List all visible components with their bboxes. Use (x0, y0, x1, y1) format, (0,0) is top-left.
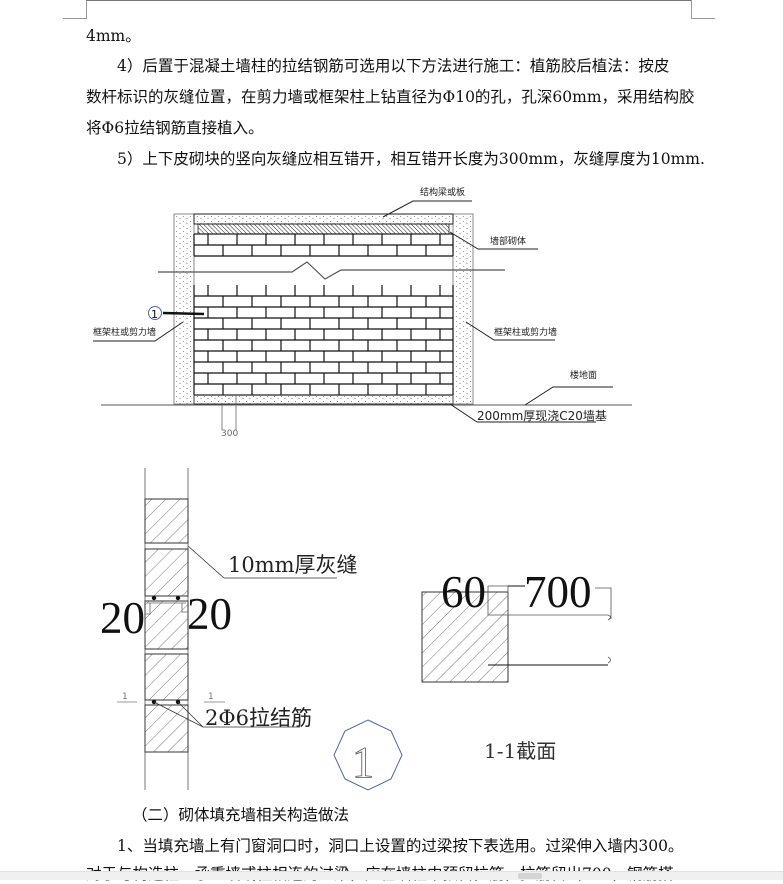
crop-mark-top-right-h (691, 18, 715, 19)
section-block (421, 591, 509, 683)
paragraph-line: 数杆标识的灰缝位置，在剪力墙或框架柱上钻直径为Φ10的孔，孔深60mm，采用结构… (86, 88, 695, 106)
detail-number-octagon (333, 719, 403, 791)
crop-mark-top-left-h (63, 18, 87, 19)
label-base: 200mm厚现浇C20墙基 (477, 409, 607, 423)
paragraph-line: 4mm。 (86, 27, 141, 45)
label-right-column: 框架柱或剪力墙 (494, 326, 557, 338)
concrete-base (193, 394, 454, 405)
right-column (452, 213, 474, 405)
dim-700: 700 (524, 567, 592, 617)
dim-right-20: 20 (187, 589, 232, 639)
dim-60: 60 (441, 567, 486, 617)
break-line (158, 261, 505, 280)
dim-300-label: 300 (221, 429, 238, 439)
label-left-column: 框架柱或剪力墙 (93, 326, 156, 338)
top-beam (193, 213, 454, 225)
horizontal-scrollbar[interactable] (0, 871, 783, 880)
upper-brick-rows (193, 234, 454, 257)
label-mortar-joint: 10mm厚灰缝 (228, 553, 358, 577)
page-top-edge (86, 0, 692, 1)
wall-elevation-figure: 300 结构梁或板 墙部砌体 框架柱或剪力墙 框架柱或剪力墙 楼地面 200mm… (93, 186, 632, 439)
label-structural-beam: 结构梁或板 (420, 186, 465, 198)
left-column (173, 213, 195, 405)
callout-number: 1 (151, 308, 158, 321)
paragraph-line: 5）上下皮砌块的竖向灰缝应相互错开，相互错开长度为300mm，灰缝厚度为10mm… (117, 150, 705, 168)
section-heading: （二）砌体填充墙相关构造做法 (132, 806, 350, 824)
top-diagonal-masonry (197, 223, 450, 235)
label-top-masonry: 墙部砌体 (490, 235, 526, 247)
label-floor: 楼地面 (570, 369, 597, 381)
lower-brick-rows (193, 285, 454, 396)
paragraph-line: 将Φ6拉结钢筋直接植入。 (86, 119, 264, 137)
rebar-dot (151, 595, 157, 601)
dim-left-20: 20 (100, 593, 145, 643)
horizontal-scrollbar-thumb[interactable] (518, 873, 542, 879)
section-mark-left: 1 (122, 692, 128, 702)
rebar-dot (175, 595, 181, 601)
crop-mark-top-right-v (691, 0, 692, 18)
paragraph-line: 1、当填充墙上有门窗洞口时，洞口上设置的过梁按下表选用。过梁伸入墙内300。 (117, 837, 684, 855)
crop-mark-top-left-v (86, 0, 87, 18)
paragraph-line: 4）后置于混凝土墙柱的拉结钢筋可选用以下方法进行施工：植筋胶后植法：按皮 (117, 57, 670, 75)
label-tie-rebar: 2Φ6拉结筋 (205, 706, 312, 730)
detail-number: 1 (352, 738, 374, 787)
wall-section-detail: 10mm厚灰缝 20 20 1 1 2Φ6拉结筋 1 (100, 468, 403, 791)
section-mark-right: 1 (208, 692, 214, 702)
callout-circle (148, 306, 162, 320)
section-caption: 1-1截面 (484, 739, 556, 763)
section-1-1: 60 700 1-1截面 (421, 567, 612, 763)
